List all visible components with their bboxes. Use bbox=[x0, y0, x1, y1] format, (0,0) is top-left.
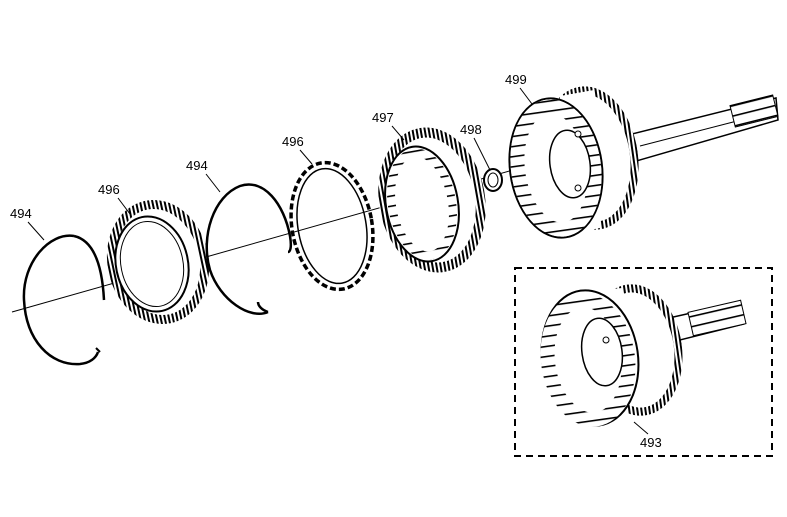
callout-493: 493 bbox=[640, 435, 662, 450]
inset-drum-493 bbox=[540, 284, 747, 427]
leader-493 bbox=[633, 421, 649, 435]
snap-ring-494-middle bbox=[205, 183, 293, 315]
ring-496-left bbox=[106, 199, 210, 325]
leader-496-left bbox=[117, 197, 131, 215]
leader-494-left bbox=[27, 221, 45, 241]
inset-frame bbox=[514, 267, 773, 457]
leader-496-middle bbox=[299, 149, 313, 165]
callout-498: 498 bbox=[460, 122, 482, 137]
leader-494-middle bbox=[205, 173, 221, 193]
callout-497: 497 bbox=[372, 110, 394, 125]
leader-497 bbox=[391, 125, 405, 141]
snap-ring-494-left bbox=[22, 234, 106, 366]
callout-494-middle: 494 bbox=[186, 158, 208, 173]
leader-499 bbox=[519, 87, 533, 105]
ring-496-middle bbox=[289, 160, 375, 292]
callout-496-middle: 496 bbox=[282, 134, 304, 149]
leader-498 bbox=[473, 137, 491, 171]
callout-499: 499 bbox=[505, 72, 527, 87]
gear-ring-497 bbox=[378, 127, 486, 273]
callout-496-left: 496 bbox=[98, 182, 120, 197]
callout-494-left: 494 bbox=[10, 206, 32, 221]
small-ring-498 bbox=[483, 168, 503, 192]
drum-shaft-499 bbox=[508, 86, 779, 239]
